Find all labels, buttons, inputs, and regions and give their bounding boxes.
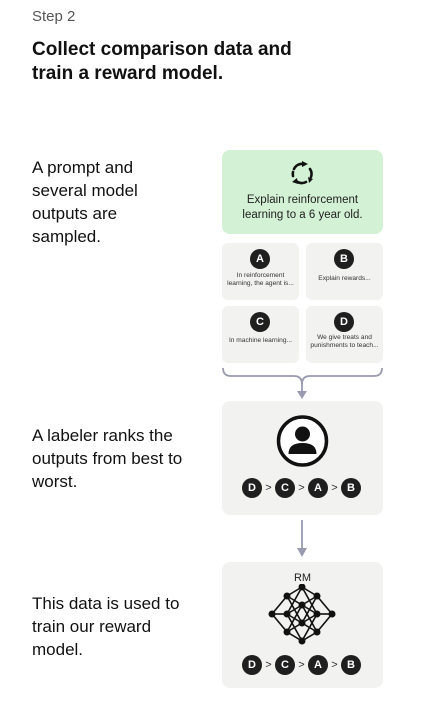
ranking-row: D > C > A > B	[242, 655, 367, 675]
ranking-panel: D > C > A > B	[222, 401, 383, 515]
output-badge-b: B	[334, 249, 354, 269]
output-card-c: C In machine learning...	[222, 306, 299, 363]
rank-separator: >	[298, 659, 305, 671]
rank-badge-4: B	[341, 655, 361, 675]
rank-separator: >	[331, 482, 338, 494]
reward-model-panel: RM D > C > A > B	[222, 562, 383, 688]
rank-description: A labeler ranks the outputs from best to…	[32, 426, 183, 491]
arrow-down-icon	[297, 391, 307, 399]
output-card-a: A In reinforcement learning, the agent i…	[222, 243, 299, 300]
bracket-connector	[222, 367, 383, 385]
output-text-a: In reinforcement learning, the agent is.…	[227, 272, 294, 287]
rank-badge-2: C	[275, 655, 295, 675]
rank-separator: >	[265, 659, 272, 671]
output-text-b: Explain rewards...	[318, 275, 371, 282]
rank-separator: >	[298, 482, 305, 494]
rank-badge-1: D	[242, 478, 262, 498]
rank-badge-3: A	[308, 478, 328, 498]
rank-badge-1: D	[242, 655, 262, 675]
output-text-c: In machine learning...	[228, 337, 293, 344]
prompt-text: Explain reinforcement learning to a 6 ye…	[242, 194, 363, 221]
train-description: This data is used to train our reward mo…	[32, 594, 180, 659]
step-label: Step 2	[32, 8, 76, 25]
prompt-box: Explain reinforcement learning to a 6 ye…	[222, 150, 383, 234]
output-card-d: D We give treats and punishments to teac…	[306, 306, 383, 363]
sample-description: A prompt and several model outputs are s…	[32, 158, 138, 246]
cycle-icon	[291, 161, 313, 185]
ranking-row: D > C > A > B	[242, 478, 367, 498]
rank-badge-3: A	[308, 655, 328, 675]
neural-network-icon	[268, 584, 336, 645]
rank-badge-2: C	[275, 478, 295, 498]
output-badge-d: D	[334, 312, 354, 332]
output-card-b: B Explain rewards...	[306, 243, 383, 300]
labeler-icon	[276, 415, 329, 467]
arrow-down-icon	[297, 548, 307, 557]
rank-badge-4: B	[341, 478, 361, 498]
output-badge-a: A	[250, 249, 270, 269]
rank-separator: >	[265, 482, 272, 494]
output-badge-c: C	[250, 312, 270, 332]
rank-separator: >	[331, 659, 338, 671]
output-text-d: We give treats and punishments to teach.…	[310, 334, 379, 349]
rm-label: RM	[293, 572, 312, 584]
page-title: Collect comparison data and train a rewa…	[32, 39, 292, 84]
